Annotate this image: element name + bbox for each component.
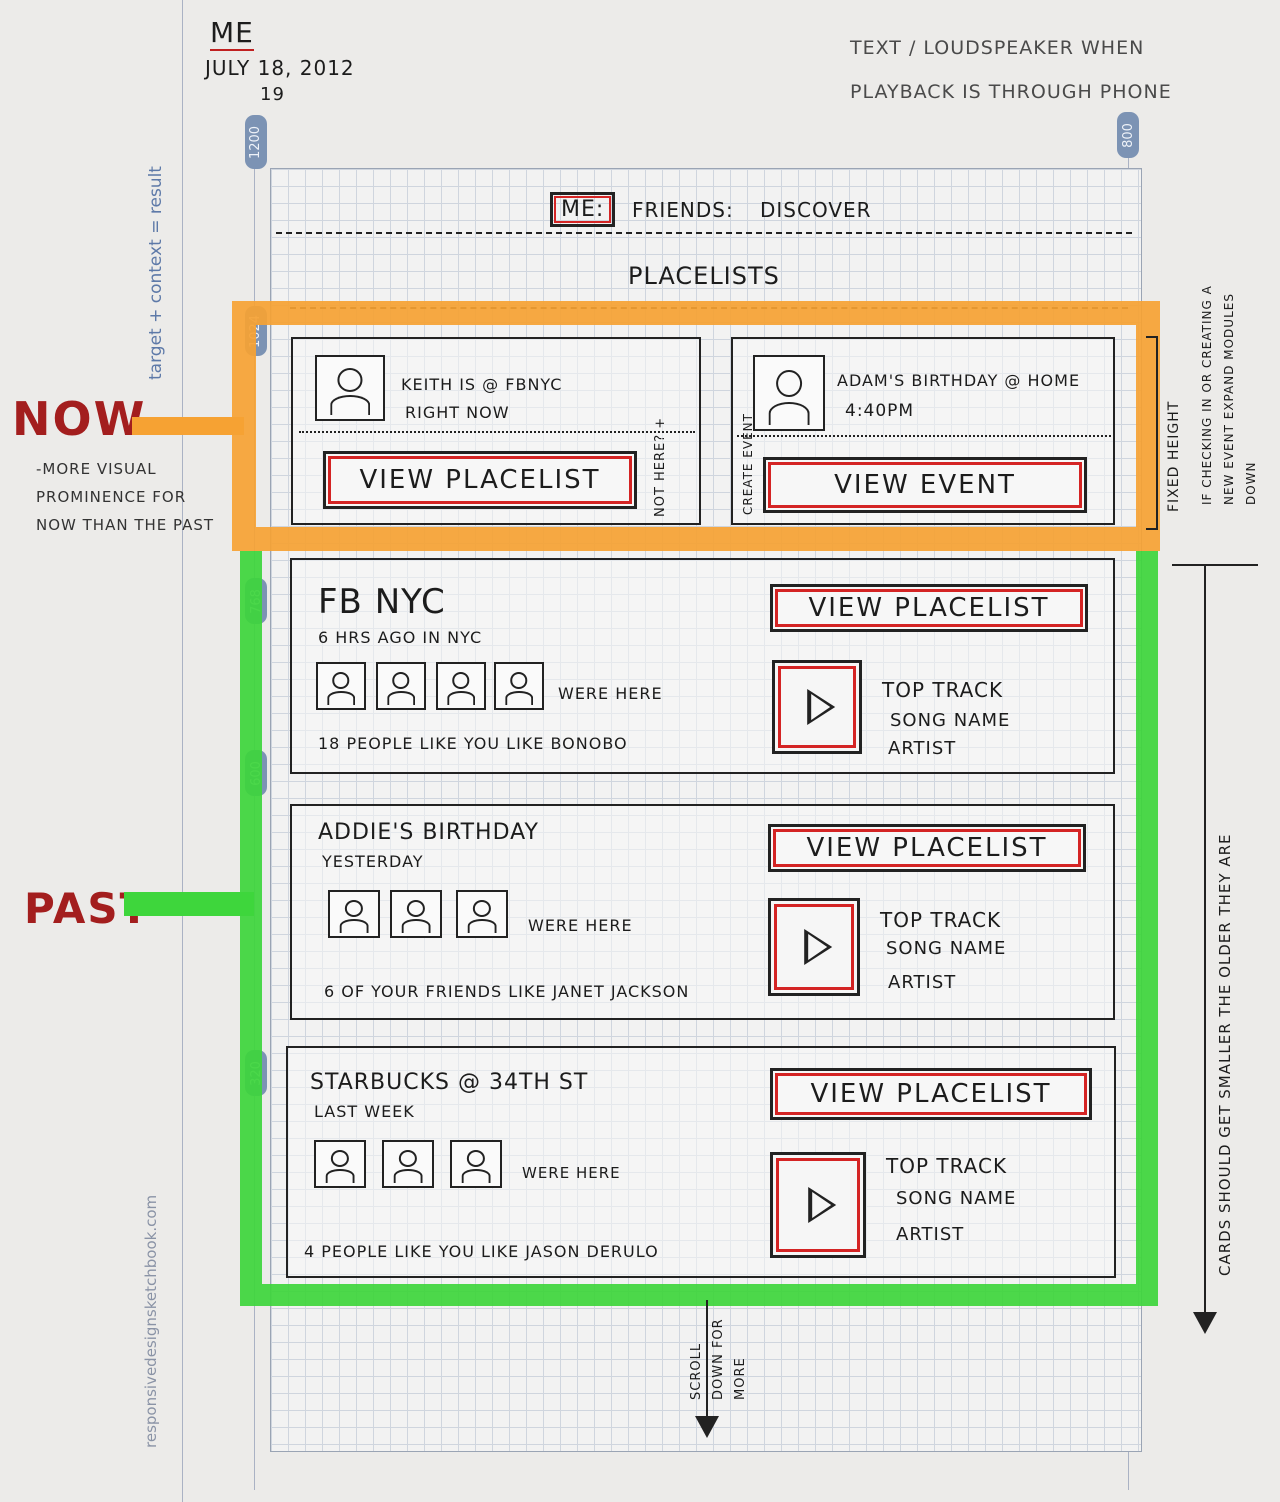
song-name: SONG NAME <box>896 1188 1017 1209</box>
play-button[interactable] <box>772 660 862 754</box>
likes-text: 6 OF YOUR FRIENDS LIKE JANET JACKSON <box>324 982 690 1001</box>
past-card[interactable]: FB NYC 6 HRS AGO IN NYC WERE HERE 18 PEO… <box>290 558 1115 774</box>
scroll-note[interactable]: Scroll down for more <box>689 1318 748 1400</box>
now-label: NOW <box>12 392 147 446</box>
card-divider <box>737 435 1111 437</box>
nav-me[interactable]: ME: <box>550 192 616 227</box>
avatar <box>382 1140 434 1188</box>
size-arrow-head <box>1193 1312 1217 1334</box>
now-note: -More visual prominence for now than the… <box>36 460 215 534</box>
margin-line <box>182 0 183 1502</box>
were-here-label: WERE HERE <box>558 684 663 703</box>
artist-name: ARTIST <box>888 972 957 993</box>
avatar <box>456 890 508 938</box>
were-here-label: WERE HERE <box>528 916 633 935</box>
top-right-note: Text / loudspeaker when playback is thro… <box>850 37 1172 103</box>
scroll-arrow-line <box>706 1300 708 1420</box>
play-icon <box>804 929 833 965</box>
breakpoint-1200: 1200 <box>245 115 267 169</box>
section-title: PLACELISTS <box>628 262 780 290</box>
play-button[interactable] <box>770 1152 866 1258</box>
top-track-label: TOP TRACK <box>882 678 1004 702</box>
me-note: Me <box>210 16 254 51</box>
avatar <box>753 355 825 431</box>
avatar <box>376 662 426 710</box>
now-card-event-title: ADAM'S BIRTHDAY @ HOME <box>837 371 1081 390</box>
scroll-arrow-icon <box>695 1416 719 1438</box>
play-icon <box>807 689 836 725</box>
artist-name: ARTIST <box>896 1224 965 1245</box>
size-arrow-line <box>1204 564 1206 1316</box>
top-track-label: TOP TRACK <box>880 908 1002 932</box>
song-name: SONG NAME <box>886 938 1007 959</box>
likes-text: 4 PEOPLE LIKE YOU LIKE JASON DERULO <box>304 1242 659 1261</box>
past-card-subtitle: YESTERDAY <box>322 852 424 871</box>
avatar <box>390 890 442 938</box>
breakpoint-800: 800 <box>1117 112 1139 158</box>
date-note: July 18, 2012 <box>205 56 355 80</box>
create-event-link[interactable]: CREATE EVENT <box>741 413 755 515</box>
view-placelist-button[interactable]: VIEW PLACELIST <box>323 451 637 509</box>
avatar <box>316 662 366 710</box>
now-card-event-time: 4:40PM <box>845 401 915 421</box>
past-card-title: FB NYC <box>318 582 446 622</box>
avatar <box>436 662 486 710</box>
past-card-subtitle: 6 HRS AGO IN NYC <box>318 628 483 647</box>
date-correction: 19 <box>260 84 285 105</box>
avatar <box>494 662 544 710</box>
view-placelist-button[interactable]: VIEW PLACELIST <box>768 824 1086 872</box>
avatar <box>450 1140 502 1188</box>
past-card-title: ADDIE'S BIRTHDAY <box>318 820 539 845</box>
size-arrow-top <box>1172 564 1258 566</box>
expand-note: If checking in or creating a new event e… <box>1200 285 1258 505</box>
play-button[interactable] <box>768 898 860 996</box>
past-card-subtitle: LAST WEEK <box>314 1102 415 1121</box>
likes-text: 18 PEOPLE LIKE YOU LIKE BONOBO <box>318 734 628 753</box>
now-card-status: KEITH IS @ FBNYC <box>401 375 563 394</box>
cards-size-note: Cards should get smaller the older they … <box>1216 833 1234 1276</box>
past-card[interactable]: ADDIE'S BIRTHDAY YESTERDAY WERE HERE 6 O… <box>290 804 1115 1020</box>
now-card-event[interactable]: ADAM'S BIRTHDAY @ HOME 4:40PM CREATE EVE… <box>731 337 1115 525</box>
view-placelist-button[interactable]: VIEW PLACELIST <box>770 1068 1092 1120</box>
song-name: SONG NAME <box>890 710 1011 731</box>
fixed-height-bracket <box>1146 336 1158 530</box>
past-card[interactable]: STARBUCKS @ 34TH ST LAST WEEK WERE HERE … <box>286 1046 1116 1278</box>
view-placelist-button[interactable]: VIEW PLACELIST <box>770 584 1088 632</box>
top-track-label: TOP TRACK <box>886 1154 1008 1178</box>
now-card-time: RIGHT NOW <box>405 403 510 422</box>
past-highlight <box>240 551 1158 1306</box>
now-connector <box>132 417 244 435</box>
avatar <box>315 355 385 421</box>
past-connector <box>124 892 254 916</box>
now-card-checkin[interactable]: KEITH IS @ FBNYC RIGHT NOW VIEW PLACELIS… <box>291 337 701 525</box>
avatar <box>314 1140 366 1188</box>
card-divider <box>299 431 695 433</box>
past-card-title: STARBUCKS @ 34TH ST <box>310 1070 589 1095</box>
artist-name: ARTIST <box>888 738 957 759</box>
nav-friends[interactable]: FRIENDS: <box>632 198 734 222</box>
nav-discover[interactable]: DISCOVER <box>760 198 872 222</box>
nav-divider <box>276 232 1132 234</box>
view-event-button[interactable]: VIEW EVENT <box>763 457 1087 513</box>
play-icon <box>808 1187 837 1223</box>
were-here-label: WERE HERE <box>522 1164 621 1182</box>
avatar <box>328 890 380 938</box>
